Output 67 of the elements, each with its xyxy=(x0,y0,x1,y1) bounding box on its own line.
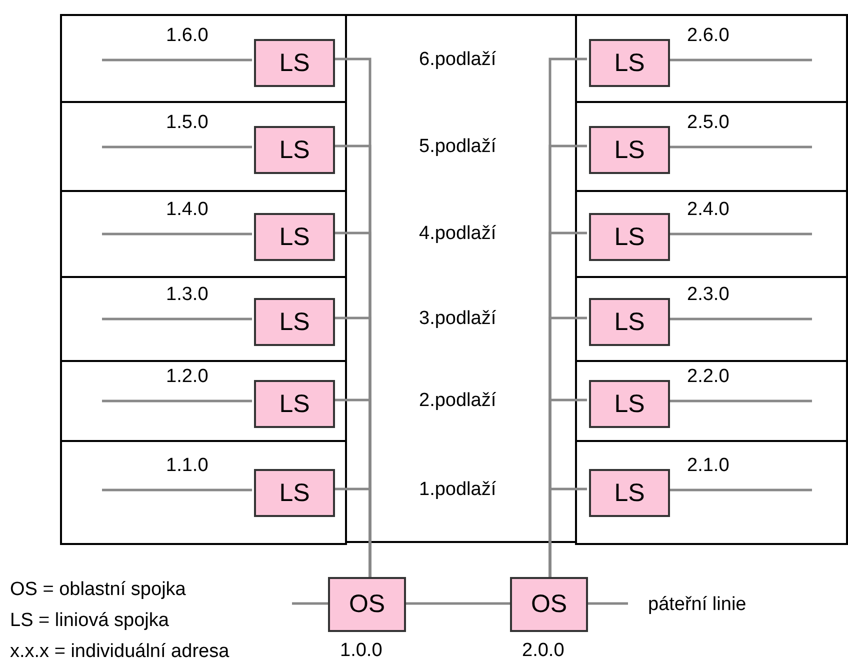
line-coupler-box: LS xyxy=(254,126,335,174)
line-stub xyxy=(668,488,812,492)
floor-section xyxy=(575,276,848,362)
line-stub xyxy=(668,318,812,320)
line-stub xyxy=(668,232,812,236)
area-coupler-box: OS xyxy=(510,577,588,632)
address-label: 1.2.0 xyxy=(166,366,208,388)
address-label: 1.0.0 xyxy=(340,640,382,662)
floor-label: 1.podlaží xyxy=(419,479,496,501)
line-coupler-box: LS xyxy=(589,380,670,428)
bus-line xyxy=(333,488,372,577)
floor-section xyxy=(575,360,848,442)
line-stub xyxy=(102,488,252,492)
line-stub xyxy=(102,146,252,148)
line-stub xyxy=(668,146,812,148)
address-label: 2.4.0 xyxy=(687,199,730,221)
floor-section xyxy=(60,14,347,103)
floor-label: 3.podlaží xyxy=(419,308,496,330)
floor-section xyxy=(60,276,347,362)
legend-text: OS = oblastní spojka xyxy=(10,579,186,601)
address-label: 1.1.0 xyxy=(166,455,208,477)
floor-section xyxy=(60,101,347,192)
line-stub xyxy=(292,602,328,605)
legend-text: x.x.x = individuální adresa xyxy=(10,641,230,663)
floor-section xyxy=(60,440,347,545)
line-coupler-box: LS xyxy=(589,126,670,174)
floor-label: 2.podlaží xyxy=(419,390,496,412)
line-coupler-box: LS xyxy=(589,39,670,87)
floor-section xyxy=(575,14,848,103)
line-coupler-box: LS xyxy=(254,39,335,87)
line-stub xyxy=(102,318,252,320)
floor-section xyxy=(575,440,848,545)
line-coupler-box: LS xyxy=(254,213,335,261)
floor-section xyxy=(60,360,347,442)
address-label: 1.4.0 xyxy=(166,199,208,221)
line-coupler-box: LS xyxy=(254,380,335,428)
line-stub xyxy=(102,232,252,236)
line-coupler-box: LS xyxy=(589,298,670,346)
line-coupler-box: LS xyxy=(589,213,670,261)
address-label: 2.6.0 xyxy=(687,25,730,47)
line-coupler-box: LS xyxy=(254,469,335,517)
legend-text: LS = liniová spojka xyxy=(10,610,169,632)
floor-section xyxy=(575,190,848,278)
line-coupler-box: LS xyxy=(254,298,335,346)
line-stub xyxy=(102,400,252,402)
line-stub xyxy=(588,602,628,605)
bus-line xyxy=(406,602,510,605)
floor-label: 6.podlaží xyxy=(419,49,496,71)
floor-section xyxy=(60,190,347,278)
line-stub xyxy=(668,400,812,402)
address-label: 2.0.0 xyxy=(522,640,564,662)
backbone-label: páteřní linie xyxy=(648,594,746,616)
floor-label: 5.podlaží xyxy=(419,136,496,158)
address-label: 2.1.0 xyxy=(687,455,730,477)
line-stub xyxy=(102,58,252,62)
line-stub xyxy=(668,58,812,62)
address-label: 2.2.0 xyxy=(687,366,730,388)
area-coupler-box: OS xyxy=(328,577,406,632)
floor-section xyxy=(575,101,848,192)
line-coupler-box: LS xyxy=(589,469,670,517)
floor-label: 4.podlaží xyxy=(419,223,496,245)
address-label: 1.5.0 xyxy=(166,112,208,134)
address-label: 2.3.0 xyxy=(687,284,730,306)
address-label: 1.3.0 xyxy=(166,284,208,306)
address-label: 1.6.0 xyxy=(166,25,208,47)
bus-line xyxy=(548,488,587,577)
address-label: 2.5.0 xyxy=(687,112,730,134)
